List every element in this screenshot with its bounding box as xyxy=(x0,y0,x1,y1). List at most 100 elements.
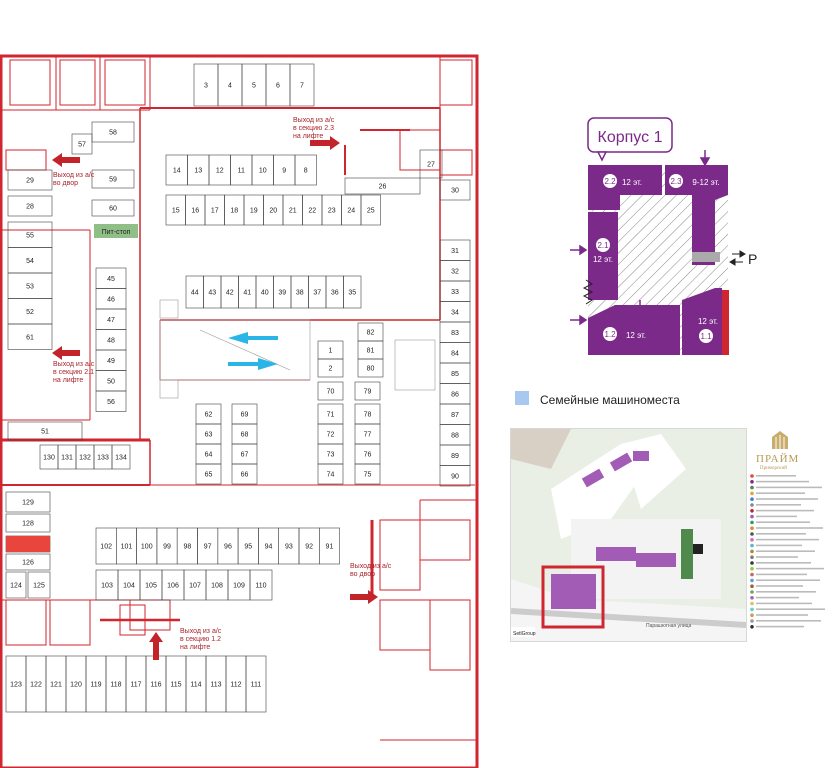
parking-slot-22: 22 xyxy=(302,194,323,226)
parking-slot-104: 104 xyxy=(117,569,141,601)
svg-text:130: 130 xyxy=(43,455,55,462)
legend-bullet-icon xyxy=(750,601,754,606)
svg-text:66: 66 xyxy=(241,472,249,479)
parking-slot-38: 38 xyxy=(290,275,309,309)
parking-slot-15: 15 xyxy=(165,194,186,226)
svg-text:119: 119 xyxy=(90,682,101,689)
svg-text:105: 105 xyxy=(145,583,157,590)
legend-bullet-icon xyxy=(750,596,754,600)
parking-slot-79: 79 xyxy=(354,381,381,401)
svg-text:131: 131 xyxy=(61,455,73,462)
svg-text:114: 114 xyxy=(190,682,201,689)
svg-text:в секцию 2.3: в секцию 2.3 xyxy=(293,125,334,132)
svg-text:71: 71 xyxy=(327,412,335,419)
parking-slot-4: 4 xyxy=(217,63,243,107)
svg-text:98: 98 xyxy=(183,544,191,551)
parking-slot-87: 87 xyxy=(439,403,471,425)
svg-text:104: 104 xyxy=(123,583,135,590)
svg-text:1.1: 1.1 xyxy=(700,332,712,341)
svg-text:111: 111 xyxy=(251,682,262,689)
svg-text:91: 91 xyxy=(326,544,334,551)
svg-text:во двор: во двор xyxy=(53,180,78,187)
legend-bullet-icon xyxy=(750,526,754,530)
parking-slot-27: 27 xyxy=(419,149,443,179)
legend-line xyxy=(756,527,823,529)
parking-slot-107: 107 xyxy=(183,569,207,601)
parking-slot-106: 106 xyxy=(161,569,185,601)
legend-line xyxy=(756,579,820,581)
parking-slot-64: 64 xyxy=(195,443,222,465)
svg-text:Выход из а/с: Выход из а/с xyxy=(180,628,222,635)
legend-line xyxy=(756,562,811,564)
parking-slot-60: 60 xyxy=(91,199,135,217)
legend-bullet-icon xyxy=(750,567,754,571)
legend-line xyxy=(756,614,808,616)
legend-line xyxy=(756,620,821,622)
svg-text:29: 29 xyxy=(26,178,34,185)
section-1-2 xyxy=(588,305,680,355)
parking-slot-109: 109 xyxy=(227,569,251,601)
svg-text:62: 62 xyxy=(205,412,213,419)
slot-127-highlight xyxy=(6,536,50,552)
legend-line xyxy=(756,556,798,558)
svg-text:80: 80 xyxy=(367,366,375,373)
svg-text:57: 57 xyxy=(78,142,86,149)
parking-slot-3: 3 xyxy=(193,63,219,107)
parking-slot-32: 32 xyxy=(439,260,471,282)
legend-line xyxy=(756,567,824,570)
svg-text:109: 109 xyxy=(233,583,245,590)
parking-slot-73: 73 xyxy=(317,443,344,465)
site-map-street: Парашютная улица xyxy=(646,623,691,629)
parking-slot-19: 19 xyxy=(243,194,264,226)
svg-text:96: 96 xyxy=(224,544,232,551)
svg-text:51: 51 xyxy=(41,429,49,436)
parking-slot-112: 112 xyxy=(225,655,247,713)
legend-bullet-icon xyxy=(750,538,754,542)
legend-bullet-icon xyxy=(750,607,754,612)
svg-text:88: 88 xyxy=(451,432,459,439)
parking-slot-129: 129 xyxy=(5,491,51,513)
parking-slot-16: 16 xyxy=(185,194,206,226)
parking-slot-17: 17 xyxy=(204,194,225,226)
parking-slot-121: 121 xyxy=(45,655,67,713)
svg-text:4: 4 xyxy=(228,83,232,90)
svg-text:1.2: 1.2 xyxy=(604,330,616,339)
legend-line xyxy=(756,544,802,547)
exit-label-yard-bottom: Выход из а/с во двор xyxy=(350,563,392,578)
parking-slot-105: 105 xyxy=(139,569,163,601)
svg-text:22: 22 xyxy=(308,208,316,215)
svg-text:59: 59 xyxy=(109,177,117,184)
legend-line xyxy=(756,573,807,576)
svg-text:128: 128 xyxy=(22,521,34,528)
legend-bullet-icon xyxy=(750,625,754,629)
legend-line xyxy=(756,625,804,628)
svg-text:100: 100 xyxy=(141,544,153,551)
parking-slot-125: 125 xyxy=(27,571,51,599)
parking-slot-78: 78 xyxy=(354,403,381,425)
svg-text:116: 116 xyxy=(150,682,161,689)
svg-text:27: 27 xyxy=(427,162,435,169)
legend-bullet-icon xyxy=(750,619,754,623)
family-spots-swatch xyxy=(515,391,529,405)
svg-text:120: 120 xyxy=(70,682,82,689)
parking-slot-133: 133 xyxy=(93,444,113,470)
parking-slot-116: 116 xyxy=(145,655,167,713)
svg-text:112: 112 xyxy=(230,682,241,689)
parking-slot-128: 128 xyxy=(5,513,51,533)
parking-slot-75: 75 xyxy=(354,463,381,485)
legend-bullet-icon xyxy=(750,561,754,565)
parking-slot-9: 9 xyxy=(273,154,296,186)
legend-line xyxy=(756,538,819,541)
svg-text:55: 55 xyxy=(26,232,34,239)
parking-slot-58: 58 xyxy=(91,121,135,143)
parking-entrance-label: P xyxy=(748,251,757,267)
svg-text:65: 65 xyxy=(205,472,213,479)
svg-text:16: 16 xyxy=(191,208,199,215)
parking-slot-44: 44 xyxy=(185,275,204,309)
parking-slot-95: 95 xyxy=(237,527,259,565)
exit-label-2-3: Выход из а/с в секцию 2.3 на лифте xyxy=(293,117,335,140)
legend-bullet-icon xyxy=(750,584,754,588)
parking-slot-103: 103 xyxy=(95,569,119,601)
svg-text:58: 58 xyxy=(109,130,117,137)
